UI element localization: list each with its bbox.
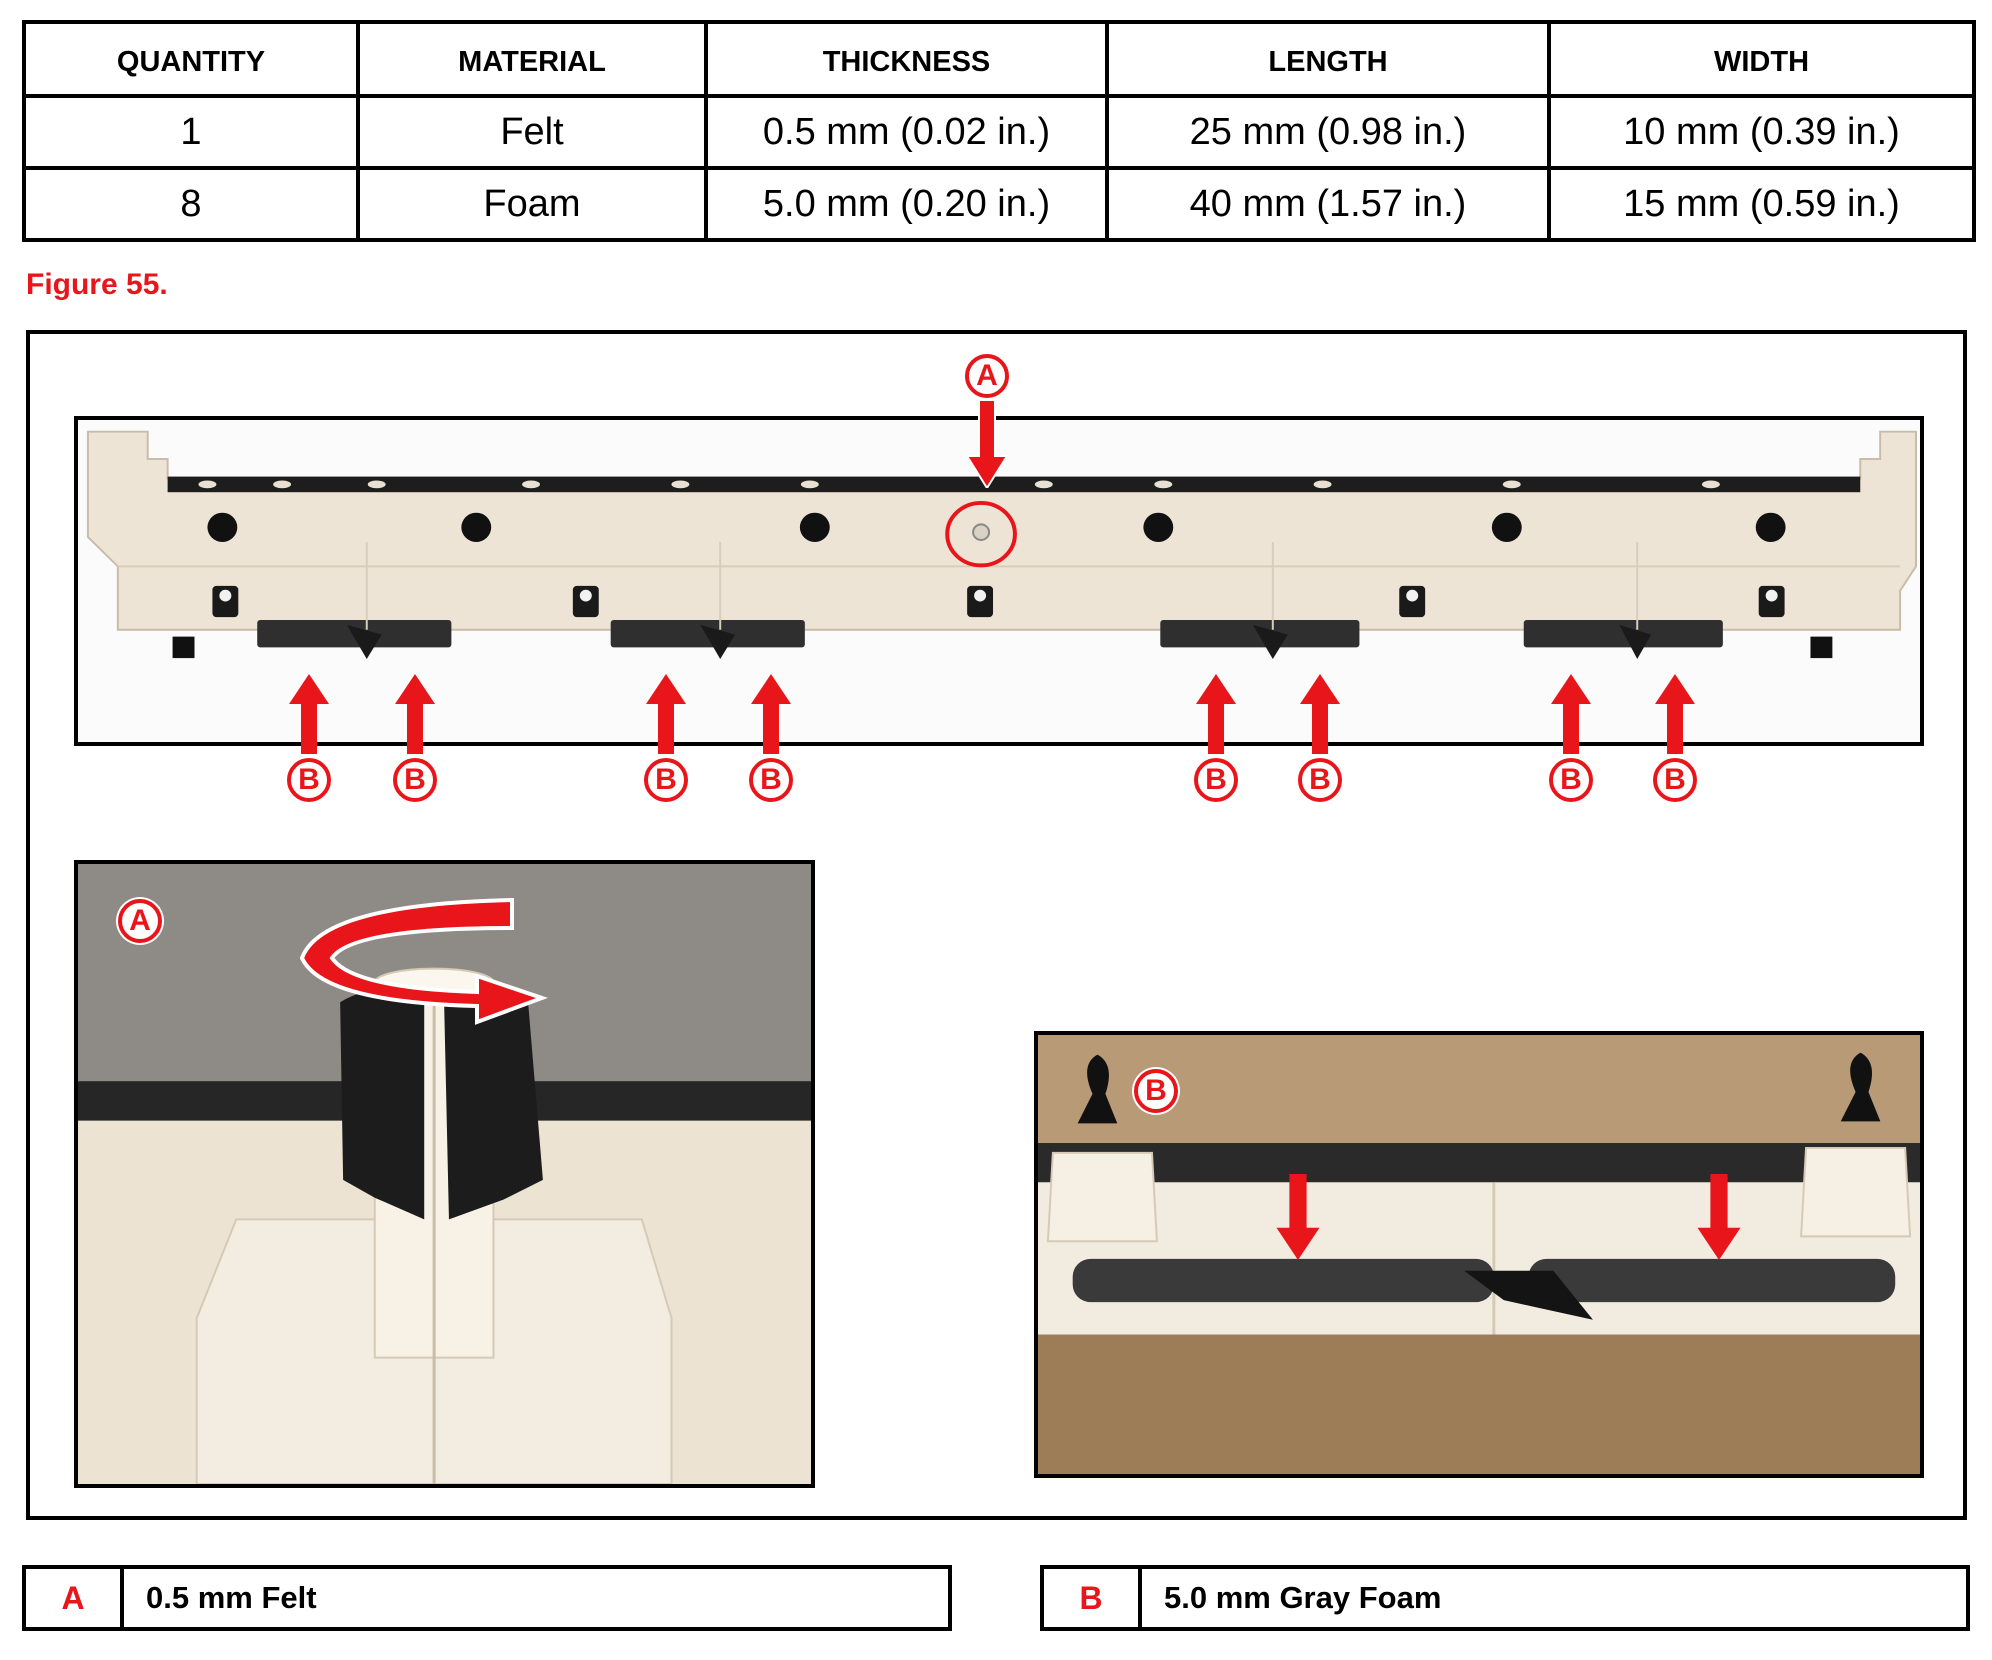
arrow-up-icon <box>1300 674 1340 754</box>
cell-quantity: 1 <box>22 94 360 170</box>
felt-post-illustration <box>78 864 811 1484</box>
cell-quantity: 8 <box>22 166 360 242</box>
header-quantity: QUANTITY <box>22 20 360 98</box>
callout-b: B <box>1549 758 1593 802</box>
callout-b: B <box>1194 758 1238 802</box>
spec-table: QUANTITY MATERIAL THICKNESS LENGTH WIDTH… <box>22 20 1976 242</box>
highlight-circle <box>945 500 1017 568</box>
legend-item-a: A 0.5 mm Felt <box>22 1565 952 1631</box>
header-width: WIDTH <box>1547 20 1976 98</box>
figure-frame: A B B B B B B B B A <box>26 330 1967 1520</box>
callout-b: B <box>1653 758 1697 802</box>
arrow-down-icon <box>1697 1174 1741 1260</box>
callout-b: B <box>393 758 437 802</box>
legend-item-b: B 5.0 mm Gray Foam <box>1040 1565 1970 1631</box>
detail-b-photo <box>1034 1031 1924 1478</box>
arrow-down-icon <box>967 400 1007 488</box>
cell-material: Felt <box>356 94 708 170</box>
arrow-down-icon <box>1276 1174 1320 1260</box>
callout-b: B <box>644 758 688 802</box>
arrow-up-icon <box>646 674 686 754</box>
arrow-up-icon <box>751 674 791 754</box>
callout-b: B <box>1298 758 1342 802</box>
cell-thickness: 0.5 mm (0.02 in.) <box>704 94 1109 170</box>
callout-a-top: A <box>965 354 1009 398</box>
full-part-illustration <box>78 420 1920 742</box>
cell-thickness: 5.0 mm (0.20 in.) <box>704 166 1109 242</box>
arrow-up-icon <box>289 674 329 754</box>
header-material: MATERIAL <box>356 20 708 98</box>
arrow-up-icon <box>395 674 435 754</box>
foam-strip-illustration <box>1038 1035 1920 1474</box>
full-part-photo <box>74 416 1924 746</box>
figure-title: Figure 55. <box>26 268 168 301</box>
detail-a-photo <box>74 860 815 1488</box>
legend-text-a: 0.5 mm Felt <box>146 1580 317 1615</box>
legend-key-b: B <box>1044 1569 1142 1627</box>
arrow-up-icon <box>1655 674 1695 754</box>
cell-length: 40 mm (1.57 in.) <box>1105 166 1551 242</box>
table-header-row: QUANTITY MATERIAL THICKNESS LENGTH WIDTH <box>22 20 1976 98</box>
cell-width: 10 mm (0.39 in.) <box>1547 94 1976 170</box>
callout-a-detail: A <box>118 899 162 943</box>
table-row: 8 Foam 5.0 mm (0.20 in.) 40 mm (1.57 in.… <box>22 166 1976 242</box>
cell-width: 15 mm (0.59 in.) <box>1547 166 1976 242</box>
legend-key-a: A <box>26 1569 124 1627</box>
arrow-up-icon <box>1196 674 1236 754</box>
legend-text-b: 5.0 mm Gray Foam <box>1164 1580 1442 1615</box>
cell-length: 25 mm (0.98 in.) <box>1105 94 1551 170</box>
arrow-up-icon <box>1551 674 1591 754</box>
cell-material: Foam <box>356 166 708 242</box>
callout-b: B <box>287 758 331 802</box>
header-length: LENGTH <box>1105 20 1551 98</box>
callout-b: B <box>749 758 793 802</box>
callout-b-detail: B <box>1134 1069 1178 1113</box>
rotate-arrow-icon <box>299 897 548 1025</box>
table-row: 1 Felt 0.5 mm (0.02 in.) 25 mm (0.98 in.… <box>22 94 1976 170</box>
header-thickness: THICKNESS <box>704 20 1109 98</box>
